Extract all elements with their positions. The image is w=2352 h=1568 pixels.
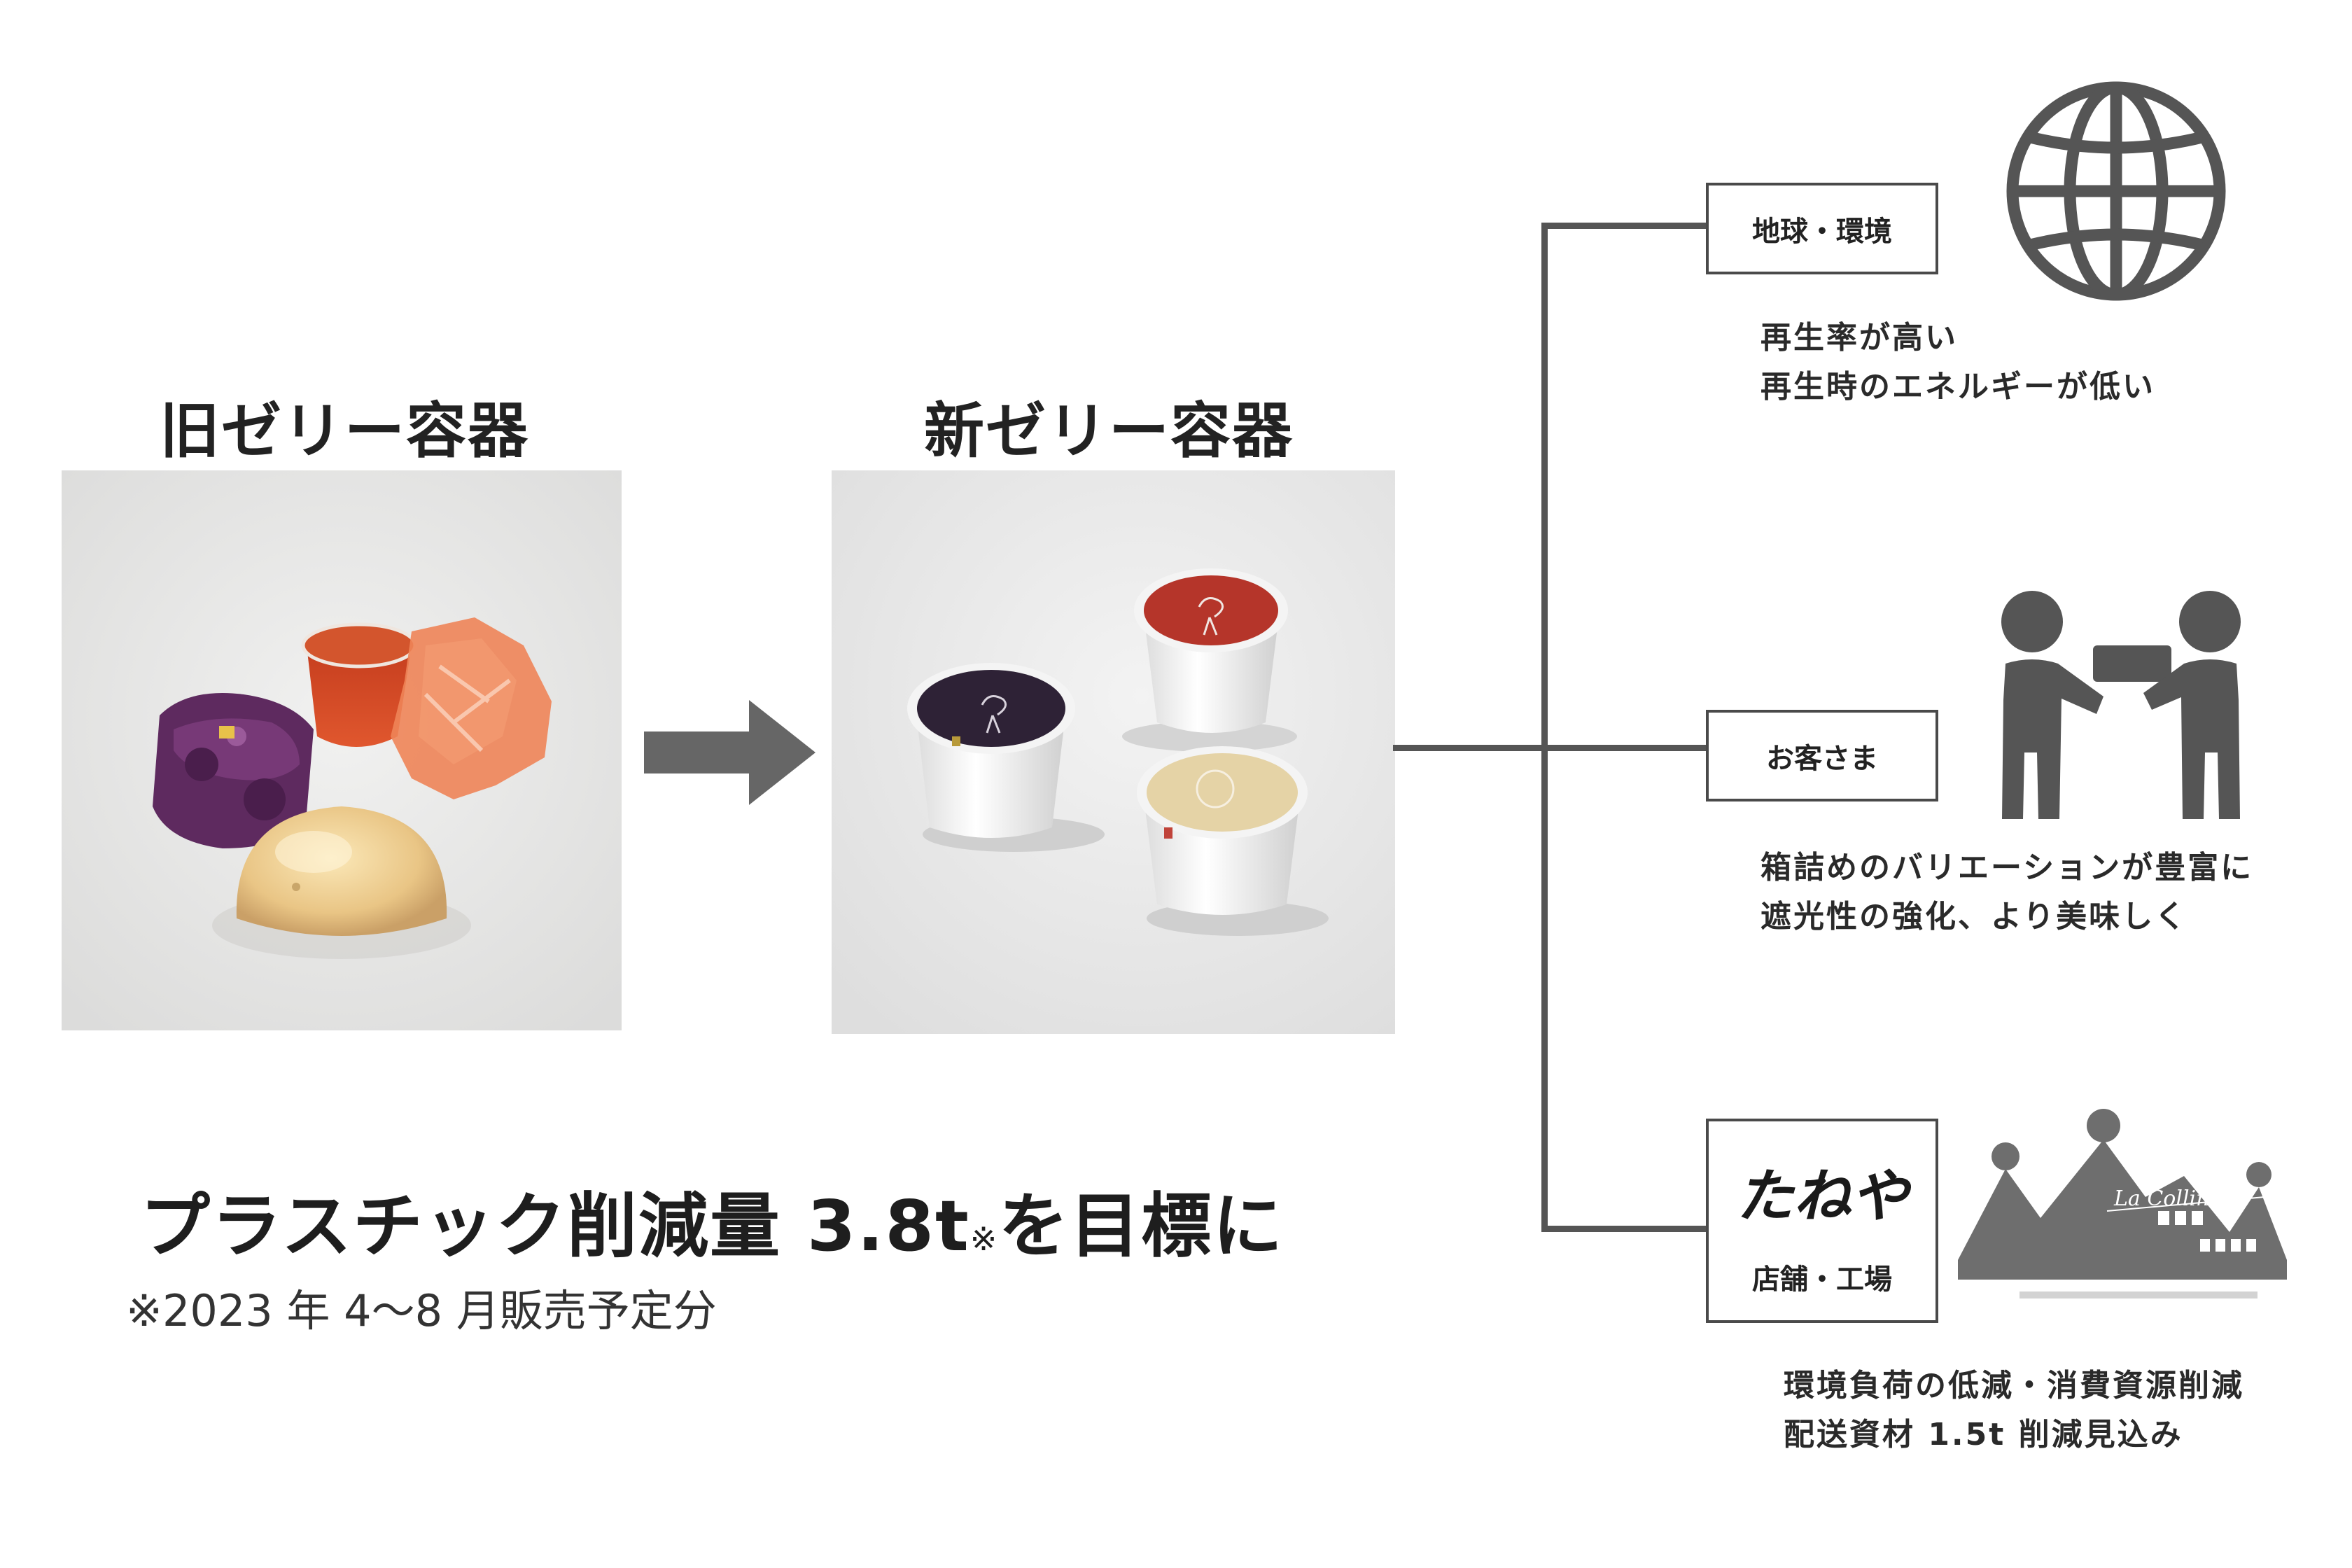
new-container-photo bbox=[832, 470, 1395, 1034]
taneya-logo: たねや bbox=[1736, 1163, 1908, 1230]
footnote: ※2023 年 4～8 月販売予定分 bbox=[126, 1285, 717, 1336]
branch-desc-store-factory: 環境負荷の低減・消費資源削減 配送資材 1.5t 削減見込み bbox=[1784, 1362, 2244, 1460]
store-factory-label: 店舗・工場 bbox=[1752, 1264, 1892, 1296]
connector-horizontal-main bbox=[1393, 745, 1547, 751]
desc-line: 再生率が高い bbox=[1760, 320, 1958, 356]
connector-branch-top bbox=[1541, 223, 1709, 229]
arrow-right-icon bbox=[644, 700, 816, 805]
connector-branch-middle bbox=[1541, 745, 1709, 751]
desc-line: 配送資材 1.5t 削減見込み bbox=[1784, 1417, 2183, 1452]
desc-line: 再生時のエネルギーが低い bbox=[1760, 369, 2155, 405]
branch-desc-environment: 再生率が高い 再生時のエネルギーが低い bbox=[1760, 314, 2155, 412]
branch-desc-customers: 箱詰めのバリエーションが豊富に 遮光性の強化、より美味しく bbox=[1760, 844, 2253, 941]
old-container-title: 旧ゼリー容器 bbox=[160, 396, 529, 466]
old-container-photo bbox=[62, 470, 622, 1030]
new-container-title: 新ゼリー容器 bbox=[924, 396, 1294, 466]
headline-suffix: を目標に bbox=[998, 1185, 1284, 1267]
desc-line: 環境負荷の低減・消費資源削減 bbox=[1784, 1368, 2244, 1404]
globe-icon bbox=[2006, 81, 2226, 301]
building-sign-text: La Collina bbox=[2113, 1186, 2222, 1211]
branch-label-store-factory: たねや 店舗・工場 bbox=[1706, 1119, 1938, 1323]
headline-mark: ※ bbox=[969, 1220, 999, 1258]
headline-main: プラスチック削減量 3.8t bbox=[140, 1185, 970, 1267]
desc-line: 遮光性の強化、より美味しく bbox=[1760, 899, 2188, 934]
branch-label-environment: 地球・環境 bbox=[1706, 183, 1938, 274]
connector-branch-bottom bbox=[1541, 1226, 1709, 1232]
people-handing-box-icon bbox=[2001, 591, 2241, 819]
headline: プラスチック削減量 3.8t※を目標に bbox=[140, 1169, 1284, 1270]
desc-line: 箱詰めのバリエーションが豊富に bbox=[1760, 850, 2254, 886]
branch-label-customers: お客さま bbox=[1706, 710, 1938, 802]
la-collina-building-icon: La Collina bbox=[1958, 1109, 2287, 1298]
connector-vertical bbox=[1541, 223, 1548, 1232]
